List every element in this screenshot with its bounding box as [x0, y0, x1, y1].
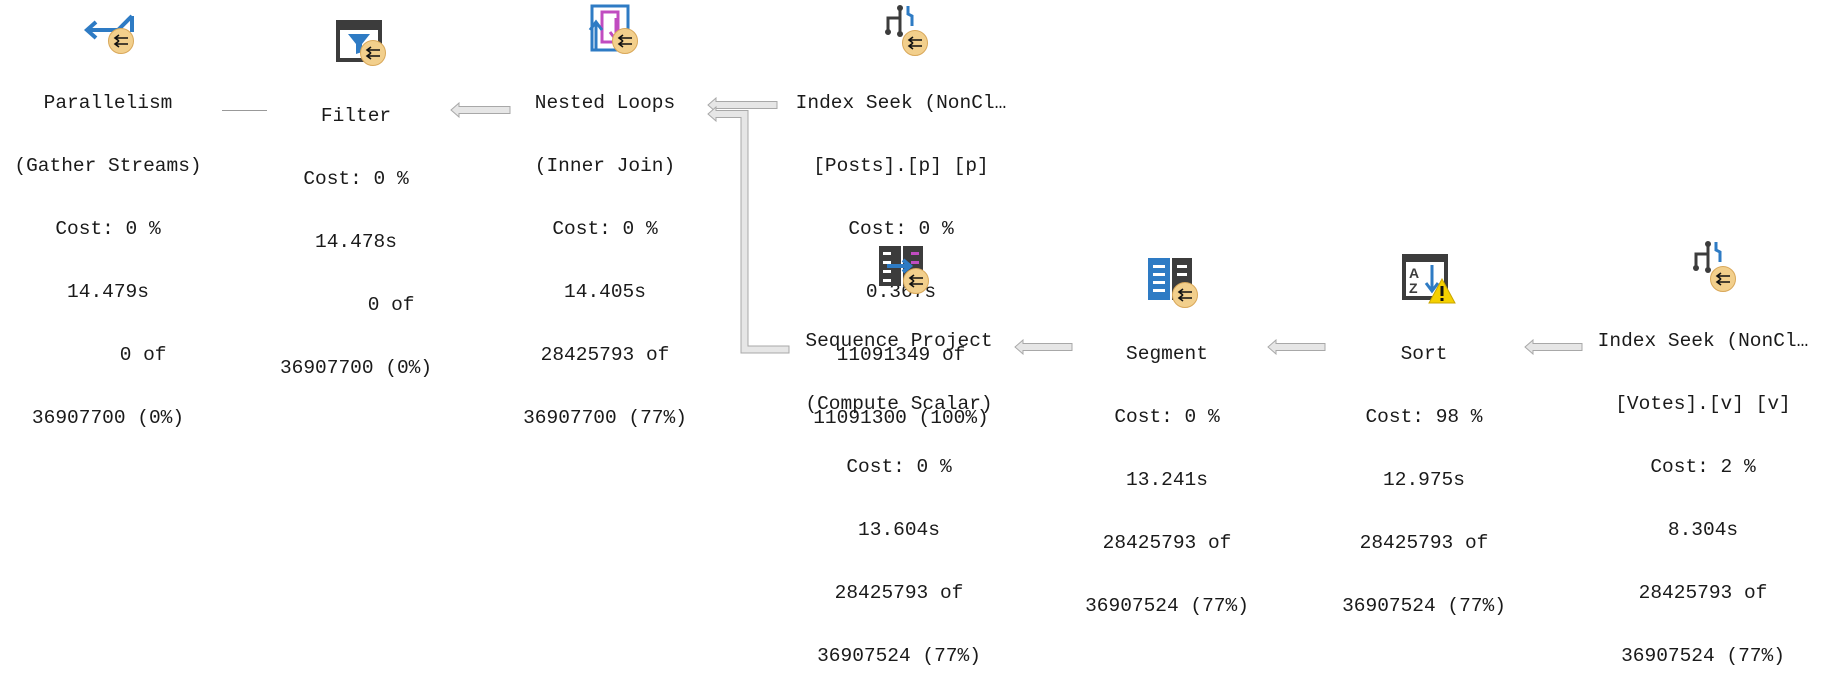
node-rows-estimated: 36907524 (77%)	[1085, 595, 1249, 617]
node-time: 14.479s	[67, 281, 149, 303]
svg-text:A: A	[1409, 265, 1419, 281]
node-rows-actual: 28425793 of	[1638, 582, 1768, 604]
parallel-badge-icon	[1710, 266, 1736, 292]
filter-icon[interactable]	[334, 18, 398, 74]
node-rows-actual: 28425793 of	[1102, 532, 1232, 554]
sequence-project-icon[interactable]	[877, 244, 941, 300]
node-time: 14.478s	[315, 231, 397, 253]
node-cost: Cost: 0 %	[552, 218, 658, 240]
parallel-badge-icon	[108, 28, 134, 54]
flow-arrow-sort-to-segment	[1267, 339, 1326, 355]
node-cost: Cost: 98 %	[1365, 406, 1483, 428]
svg-text:Z: Z	[1409, 280, 1418, 296]
segment-icon[interactable]	[1146, 256, 1210, 312]
flow-arrow-nested-loops-to-filter	[450, 102, 511, 118]
node-label: Index Seek (NonCl…	[1597, 330, 1809, 352]
parallelism-icon[interactable]	[82, 6, 146, 62]
node-object: [Posts].[p] [p]	[813, 155, 989, 177]
node-label: Parallelism	[43, 92, 173, 114]
node-rows-estimated: 36907700 (77%)	[523, 407, 687, 429]
node-label: Index Seek (NonCl…	[795, 92, 1007, 114]
node-label: Nested Loops	[534, 92, 676, 114]
node-label: Filter	[320, 105, 392, 127]
node-rows-estimated: 36907700 (0%)	[31, 407, 185, 429]
parallel-badge-icon	[902, 30, 928, 56]
sort-icon[interactable]: A Z	[1400, 252, 1464, 308]
node-object: [Votes].[v] [v]	[1615, 393, 1791, 415]
node-sublabel: (Gather Streams)	[14, 155, 202, 177]
node-cost: Cost: 0 %	[848, 218, 954, 240]
parallel-badge-icon	[903, 268, 929, 294]
node-rows-estimated: 36907700 (0%)	[279, 357, 433, 379]
node-label: Sort	[1400, 343, 1448, 365]
node-rows-actual: 11091349 of	[836, 344, 966, 366]
flow-arrow-index-seek-votes-to-sort	[1524, 339, 1583, 355]
parallel-badge-icon	[360, 40, 386, 66]
node-time: 13.241s	[1126, 469, 1208, 491]
flow-arrow-filter-to-parallelism	[222, 110, 267, 111]
node-rows-actual: 28425793 of	[834, 582, 964, 604]
node-rows-estimated: 11091300 (100%)	[813, 407, 989, 429]
node-cost: Cost: 0 %	[846, 456, 952, 478]
plan-node-parallelism[interactable]: Parallelism (Gather Streams) Cost: 0 % 1…	[14, 54, 201, 450]
parallel-badge-icon	[1172, 282, 1198, 308]
plan-node-filter[interactable]: Filter Cost: 0 % 14.478s 0 of 36907700 (…	[280, 67, 432, 400]
node-cost: Cost: 0 %	[1114, 406, 1220, 428]
plan-node-index-seek-posts[interactable]: Index Seek (NonCl… [Posts].[p] [p] Cost:…	[796, 54, 1007, 450]
plan-node-nested-loops[interactable]: Nested Loops (Inner Join) Cost: 0 % 14.4…	[523, 54, 687, 450]
node-rows-actual: 0 of	[49, 344, 167, 366]
node-rows-actual: 28425793 of	[540, 344, 670, 366]
node-rows-estimated: 36907524 (77%)	[1342, 595, 1506, 617]
plan-node-index-seek-votes[interactable]: Index Seek (NonCl… [Votes].[v] [v] Cost:…	[1598, 292, 1809, 688]
node-time: 12.975s	[1383, 469, 1465, 491]
node-label: Segment	[1126, 343, 1208, 365]
parallel-badge-icon	[612, 28, 638, 54]
node-time: 8.304s	[1667, 519, 1739, 541]
node-rows-actual: 0 of	[297, 294, 415, 316]
index-seek-icon[interactable]	[880, 4, 944, 60]
node-time: 14.405s	[564, 281, 646, 303]
node-rows-actual: 28425793 of	[1359, 532, 1489, 554]
flow-arrow-segment-to-sequence-project	[1014, 339, 1073, 355]
node-rows-estimated: 36907524 (77%)	[1621, 645, 1785, 667]
node-time: 13.604s	[858, 519, 940, 541]
nested-loops-icon[interactable]	[586, 4, 650, 60]
plan-node-sequence-project[interactable]: Sequence Project (Compute Scalar) Cost: …	[805, 292, 992, 688]
warning-icon	[1428, 278, 1456, 304]
flow-arrow-sequence-project-to-nested-loops	[707, 106, 790, 354]
node-label: Sequence Project	[805, 330, 993, 352]
node-cost: Cost: 0 %	[303, 168, 409, 190]
node-rows-estimated: 36907524 (77%)	[817, 645, 981, 667]
index-seek-icon[interactable]	[1688, 240, 1752, 296]
node-cost: Cost: 2 %	[1650, 456, 1756, 478]
node-sublabel: (Inner Join)	[534, 155, 676, 177]
node-cost: Cost: 0 %	[55, 218, 161, 240]
node-sublabel: (Compute Scalar)	[805, 393, 993, 415]
